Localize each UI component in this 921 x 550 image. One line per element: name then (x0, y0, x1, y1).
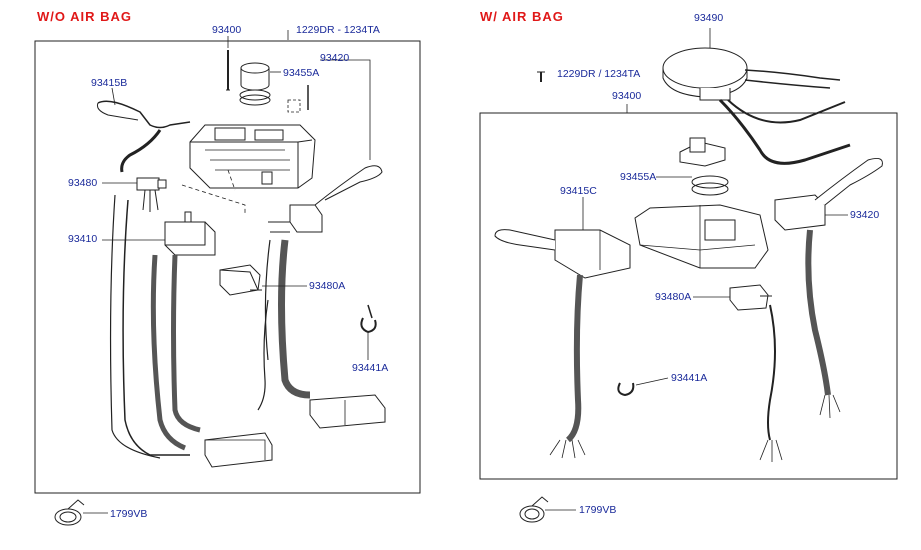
left-section-title: W/O AIR BAG (37, 9, 133, 24)
right-label-93490: 93490 (694, 12, 724, 24)
left-column-switch-body (181, 124, 316, 215)
left-turn-switch-93415B (97, 100, 191, 173)
right-clip-93441A (617, 382, 635, 397)
left-label-93455A: 93455A (283, 67, 320, 79)
right-module-93480A (729, 284, 772, 311)
left-leader-lines (83, 30, 371, 514)
left-label-1229DR: 1229DR - 1234TA (296, 24, 380, 36)
right-screw-1229DR (537, 71, 545, 82)
right-wire-harness (549, 229, 841, 462)
right-clock-spring-93490 (662, 47, 851, 165)
right-label-1799VB: 1799VB (579, 504, 617, 516)
left-tie-1799VB (54, 499, 85, 526)
left-wiper-switch-93420 (268, 165, 383, 233)
left-connector-93480 (136, 177, 167, 212)
left-label-93400: 93400 (212, 24, 242, 36)
right-label-93441A: 93441A (671, 372, 708, 384)
right-tie-1799VB (519, 496, 549, 523)
right-label-1229DR: 1229DR / 1234TA (557, 68, 641, 80)
right-leader-lines (545, 28, 848, 511)
left-label-93480: 93480 (68, 177, 98, 189)
left-module-93480A (219, 264, 262, 296)
right-label-93455A: 93455A (620, 171, 657, 183)
right-wiper-switch-93420 (774, 158, 883, 231)
left-wire-harness (109, 194, 311, 459)
right-connector-plate-93455A (679, 137, 729, 196)
left-label-93410: 93410 (68, 233, 98, 245)
left-label-93420: 93420 (320, 52, 350, 64)
left-switch-93410 (164, 211, 216, 256)
left-label-1799VB: 1799VB (110, 508, 148, 520)
left-clip-93441A (360, 304, 377, 334)
left-panel-frame (34, 40, 421, 494)
left-connector-block-2 (309, 394, 386, 429)
left-connector-block-1 (204, 432, 273, 468)
right-section-title: W/ AIR BAG (480, 9, 564, 24)
right-panel-frame (479, 112, 898, 480)
right-turn-switch-93415C (494, 229, 631, 279)
right-column-switch-body-93400 (634, 204, 769, 269)
right-label-93420: 93420 (850, 209, 880, 221)
right-label-93415C: 93415C (560, 185, 597, 197)
left-lock-cylinder-93400 (226, 50, 309, 113)
left-label-93441A: 93441A (352, 362, 389, 374)
left-label-93415B: 93415B (91, 77, 128, 89)
right-label-93400: 93400 (612, 90, 642, 102)
left-label-93480A: 93480A (309, 280, 346, 292)
right-label-93480A: 93480A (655, 291, 692, 303)
